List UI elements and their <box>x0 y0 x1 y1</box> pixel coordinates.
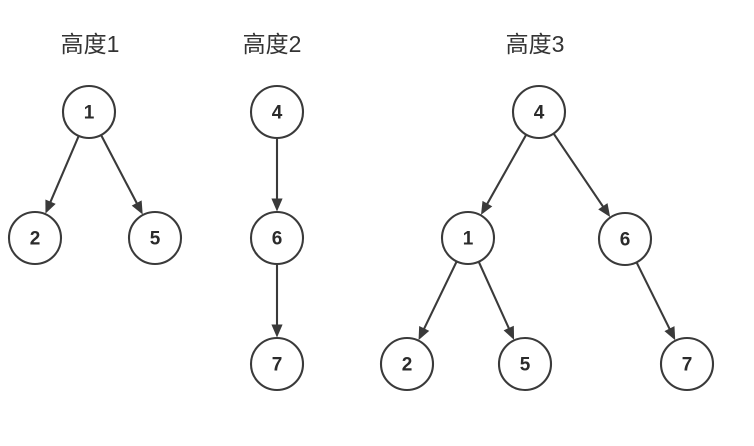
tree-height-1-edges <box>45 134 143 215</box>
arrowhead-icon-t2-n4-to-t2-n6 <box>271 198 283 212</box>
edge-line-t3-n4-to-t3-n6 <box>552 132 606 210</box>
edge-line-t1-n1-to-t1-n2 <box>48 135 80 205</box>
node-value-t3-n5: 5 <box>520 355 531 376</box>
tree-height-3: 4 1 6 2 5 7 高度3 <box>379 31 715 392</box>
node-circle-t3-n7 <box>659 336 715 392</box>
node-circle-t2-n6 <box>249 210 305 266</box>
node-circle-t3-n4 <box>511 84 567 140</box>
arrowhead-icon-t3-n4-to-t3-n6 <box>598 203 611 218</box>
node-circle-t1-n5 <box>127 210 183 266</box>
node-circle-t1-n1 <box>61 84 117 140</box>
tree-label-1: 高度1 <box>61 31 120 57</box>
tree-node-t3-n7[interactable]: 7 <box>659 336 715 392</box>
node-value-t2-n7: 7 <box>272 355 283 376</box>
edge-line-t1-n1-to-t1-n5 <box>100 134 139 207</box>
node-circle-t3-n1 <box>440 210 496 266</box>
tree-node-t2-n7[interactable]: 7 <box>249 336 305 392</box>
tree-node-t3-n5[interactable]: 5 <box>497 336 553 392</box>
node-circle-t3-n6 <box>597 211 653 267</box>
tree-node-t3-n2[interactable]: 2 <box>379 336 435 392</box>
node-value-t3-n7: 7 <box>682 355 693 376</box>
node-circle-t2-n4 <box>249 84 305 140</box>
node-circle-t1-n2 <box>7 210 63 266</box>
tree-node-t3-n1[interactable]: 1 <box>440 210 496 266</box>
arrowhead-icon-t2-n6-to-t2-n7 <box>271 324 283 338</box>
arrowhead-icon-t3-n1-to-t3-n2 <box>418 326 430 341</box>
tree-node-t1-n1[interactable]: 1 <box>61 84 117 140</box>
arrowhead-icon-t1-n1-to-t1-n5 <box>131 200 143 215</box>
tree-height-2: 4 6 7 高度2 <box>243 31 305 392</box>
tree-height-2-edges <box>271 138 283 338</box>
tree-label-3: 高度3 <box>506 31 565 57</box>
tree-node-t3-n4[interactable]: 4 <box>511 84 567 140</box>
node-value-t3-n2: 2 <box>402 355 413 376</box>
tree-node-t2-n4[interactable]: 4 <box>249 84 305 140</box>
node-circle-t2-n7 <box>249 336 305 392</box>
tree-height-3-edges <box>418 132 676 341</box>
tree-node-t2-n6[interactable]: 6 <box>249 210 305 266</box>
node-value-t2-n6: 6 <box>272 229 283 250</box>
node-value-t3-n6: 6 <box>620 230 631 251</box>
arrowhead-icon-t3-n6-to-t3-n7 <box>664 326 676 341</box>
node-circle-t3-n2 <box>379 336 435 392</box>
node-value-t2-n4: 4 <box>272 103 283 124</box>
tree-height-1: 1 2 5 高度1 <box>7 31 183 266</box>
edge-line-t3-n1-to-t3-n5 <box>477 261 511 332</box>
node-value-t1-n1: 1 <box>84 103 95 124</box>
tree-label-2: 高度2 <box>243 31 302 57</box>
arrowhead-icon-t3-n1-to-t3-n5 <box>503 325 515 340</box>
arrowhead-icon-t3-n4-to-t3-n1 <box>481 200 493 215</box>
tree-node-t3-n6[interactable]: 6 <box>597 211 653 267</box>
node-circle-t3-n5 <box>497 336 553 392</box>
node-value-t3-n4: 4 <box>534 103 545 124</box>
edge-line-t3-n4-to-t3-n1 <box>485 134 528 207</box>
node-value-t1-n2: 2 <box>30 229 41 250</box>
edge-line-t3-n1-to-t3-n2 <box>421 260 458 332</box>
tree-node-t1-n5[interactable]: 5 <box>127 210 183 266</box>
tree-node-t1-n2[interactable]: 2 <box>7 210 63 266</box>
edge-line-t3-n6-to-t3-n7 <box>635 261 672 332</box>
arrowhead-icon-t1-n1-to-t1-n2 <box>45 199 56 214</box>
node-value-t3-n1: 1 <box>463 229 474 250</box>
node-value-t1-n5: 5 <box>150 229 161 250</box>
